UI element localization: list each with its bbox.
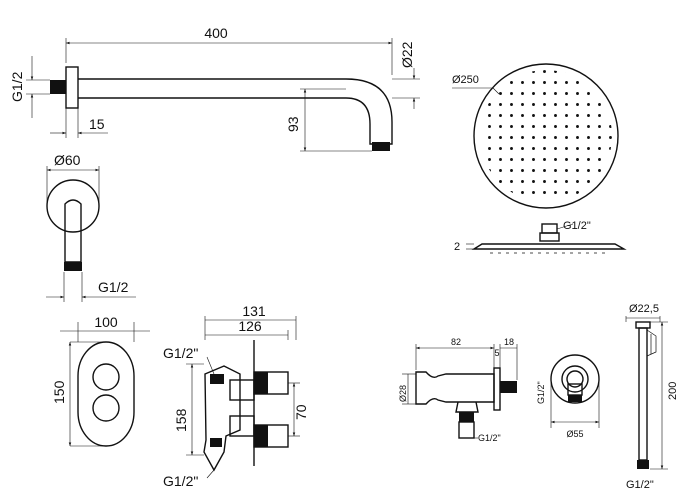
shower-head-top-view: Ø250 — [452, 63, 619, 209]
shower-pipe-side-view: Ø22,5 200 G1/2" — [625, 303, 679, 491]
mixer-inlet-bottom-label: G1/2" — [163, 473, 198, 489]
dimension-100-label: 100 — [94, 314, 118, 330]
shower-arm-side-view: 400 Ø22 G1/2 15 93 — [9, 25, 420, 152]
mixer-body — [203, 365, 241, 472]
arm-thread-label: G1/2 — [9, 71, 25, 102]
arm-outlet-thread — [372, 142, 390, 151]
mixer-knob-top — [92, 363, 120, 391]
dimension-d28-label: Ø28 — [398, 385, 408, 402]
mixer-knob-bottom — [92, 394, 120, 422]
arm-front-thread — [64, 262, 82, 271]
outlet-wall-flange — [493, 367, 501, 411]
outlet-thread-bottom — [459, 412, 474, 422]
outlet-body — [415, 371, 495, 405]
dimension-d55-label: Ø55 — [566, 429, 583, 439]
pipe-bottom-thread — [637, 460, 649, 469]
pipe-diameter-label: Ø22,5 — [629, 303, 659, 315]
outlet-rosette — [550, 354, 600, 404]
dimension-400-label: 400 — [204, 25, 228, 41]
dimension-82-label: 82 — [451, 337, 461, 347]
arm-wall-flange — [65, 66, 79, 109]
pipe-tube — [638, 327, 648, 461]
mixer-inlet-top-label: G1/2" — [163, 345, 198, 361]
outlet-bottom-thread-label: G1/2" — [478, 433, 501, 443]
dimension-d250-label: Ø250 — [452, 74, 479, 86]
outlet-side-thread-label: G1/2" — [536, 381, 546, 404]
arm-rosette — [46, 179, 100, 233]
dimension-d22-label: Ø22 — [399, 41, 415, 68]
dimension-126-label: 126 — [238, 318, 262, 334]
pipe-top-cap — [635, 321, 651, 329]
shower-head-nozzles — [480, 70, 612, 202]
dimension-131-label: 131 — [242, 303, 266, 319]
shower-arm-front-view: Ø60 G1/2 — [46, 152, 136, 302]
head-connection-label: G1/2" — [563, 220, 591, 232]
shower-head-face — [473, 63, 619, 209]
arm-front-thread-label: G1/2 — [98, 279, 129, 295]
dimension-d60-label: Ø60 — [54, 152, 81, 168]
dimension-158-label: 158 — [173, 408, 189, 432]
mixer-plate-outline — [77, 341, 135, 447]
dimension-200-label: 200 — [667, 382, 679, 400]
shower-head-connector — [541, 223, 558, 234]
mixer-cover-plate: 100 150 — [51, 314, 150, 447]
mixer-body-side-view: 131 126 158 70 G1/2" G1/2" — [163, 303, 309, 489]
dimension-93-label: 93 — [285, 116, 301, 132]
dimension-15-label: 15 — [89, 116, 105, 132]
shower-head-side-view: 2 G1/2" — [454, 220, 627, 254]
arm-tube — [78, 78, 393, 145]
arm-thread-stub — [50, 80, 66, 94]
wall-outlet-front-view: Ø55 — [550, 354, 600, 439]
outlet-thread-side — [500, 381, 517, 393]
dimension-70-label: 70 — [293, 404, 309, 420]
head-thickness-label: 2 — [454, 241, 460, 253]
shower-head-plate — [471, 243, 627, 250]
dimension-150-label: 150 — [51, 380, 67, 404]
dimension-5-label: 5 — [494, 348, 499, 358]
pipe-thread-label: G1/2" — [626, 479, 654, 491]
wall-outlet-side-view: 82 5 18 Ø28 G1/2" G1/2" — [398, 337, 546, 443]
dimension-18-label: 18 — [504, 337, 514, 347]
